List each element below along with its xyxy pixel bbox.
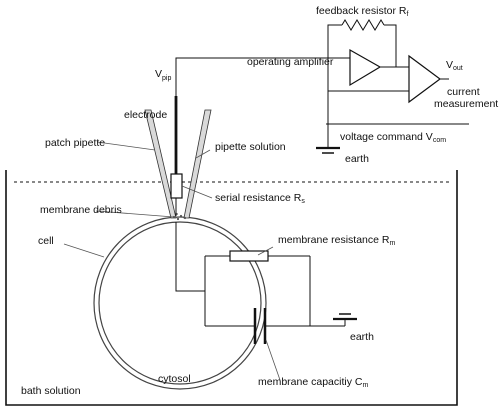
feedback-resistor-label: feedback resistor Rf bbox=[316, 5, 408, 18]
membrane-resistance-label: membrane resistance Rm bbox=[278, 234, 395, 247]
membrane-debris-mark bbox=[172, 213, 187, 221]
bath-container bbox=[5, 170, 458, 406]
cell-label: cell bbox=[38, 235, 54, 247]
patch-pipette-label: patch pipette bbox=[45, 137, 105, 149]
current-measurement-amplifier bbox=[408, 54, 442, 104]
serial-resistance-label: serial resistance Rs bbox=[215, 192, 305, 205]
current-measurement-label-line2: measurement bbox=[434, 98, 498, 110]
v-pip-label: Vpip bbox=[155, 68, 171, 82]
leader-lines bbox=[63, 141, 281, 381]
operating-amplifier-label: operating amplifier bbox=[247, 56, 334, 68]
membrane-resistance bbox=[229, 250, 269, 262]
earth-bottom-symbol bbox=[333, 313, 357, 321]
operating-amplifier bbox=[349, 48, 382, 87]
membrane-capacity-label: membrane capacitiy Cm bbox=[258, 376, 368, 389]
membrane-capacitor bbox=[253, 308, 267, 344]
cytosol-label: cytosol bbox=[158, 373, 191, 385]
earth-top-symbol bbox=[316, 146, 340, 154]
voltage-command-label: voltage command Vcom bbox=[340, 131, 446, 144]
membrane-debris-label: membrane debris bbox=[40, 204, 122, 216]
cell-membrane bbox=[93, 216, 267, 390]
electrode-label: electrode bbox=[124, 109, 167, 121]
patch-pipette bbox=[144, 109, 212, 219]
bath-solution-label: bath solution bbox=[21, 385, 81, 397]
cytosol-wire bbox=[175, 222, 205, 292]
pipette-solution-label: pipette solution bbox=[215, 141, 286, 153]
v-out-label: Vout bbox=[446, 59, 463, 72]
feedback-network bbox=[326, 19, 469, 148]
earth-bottom-label: earth bbox=[350, 331, 374, 343]
earth-top-label: earth bbox=[345, 153, 369, 165]
membrane-rc-network bbox=[204, 255, 346, 327]
electrode-wire bbox=[175, 57, 350, 96]
current-measurement-label-line1: current bbox=[447, 86, 480, 98]
serial-resistance bbox=[170, 173, 183, 199]
